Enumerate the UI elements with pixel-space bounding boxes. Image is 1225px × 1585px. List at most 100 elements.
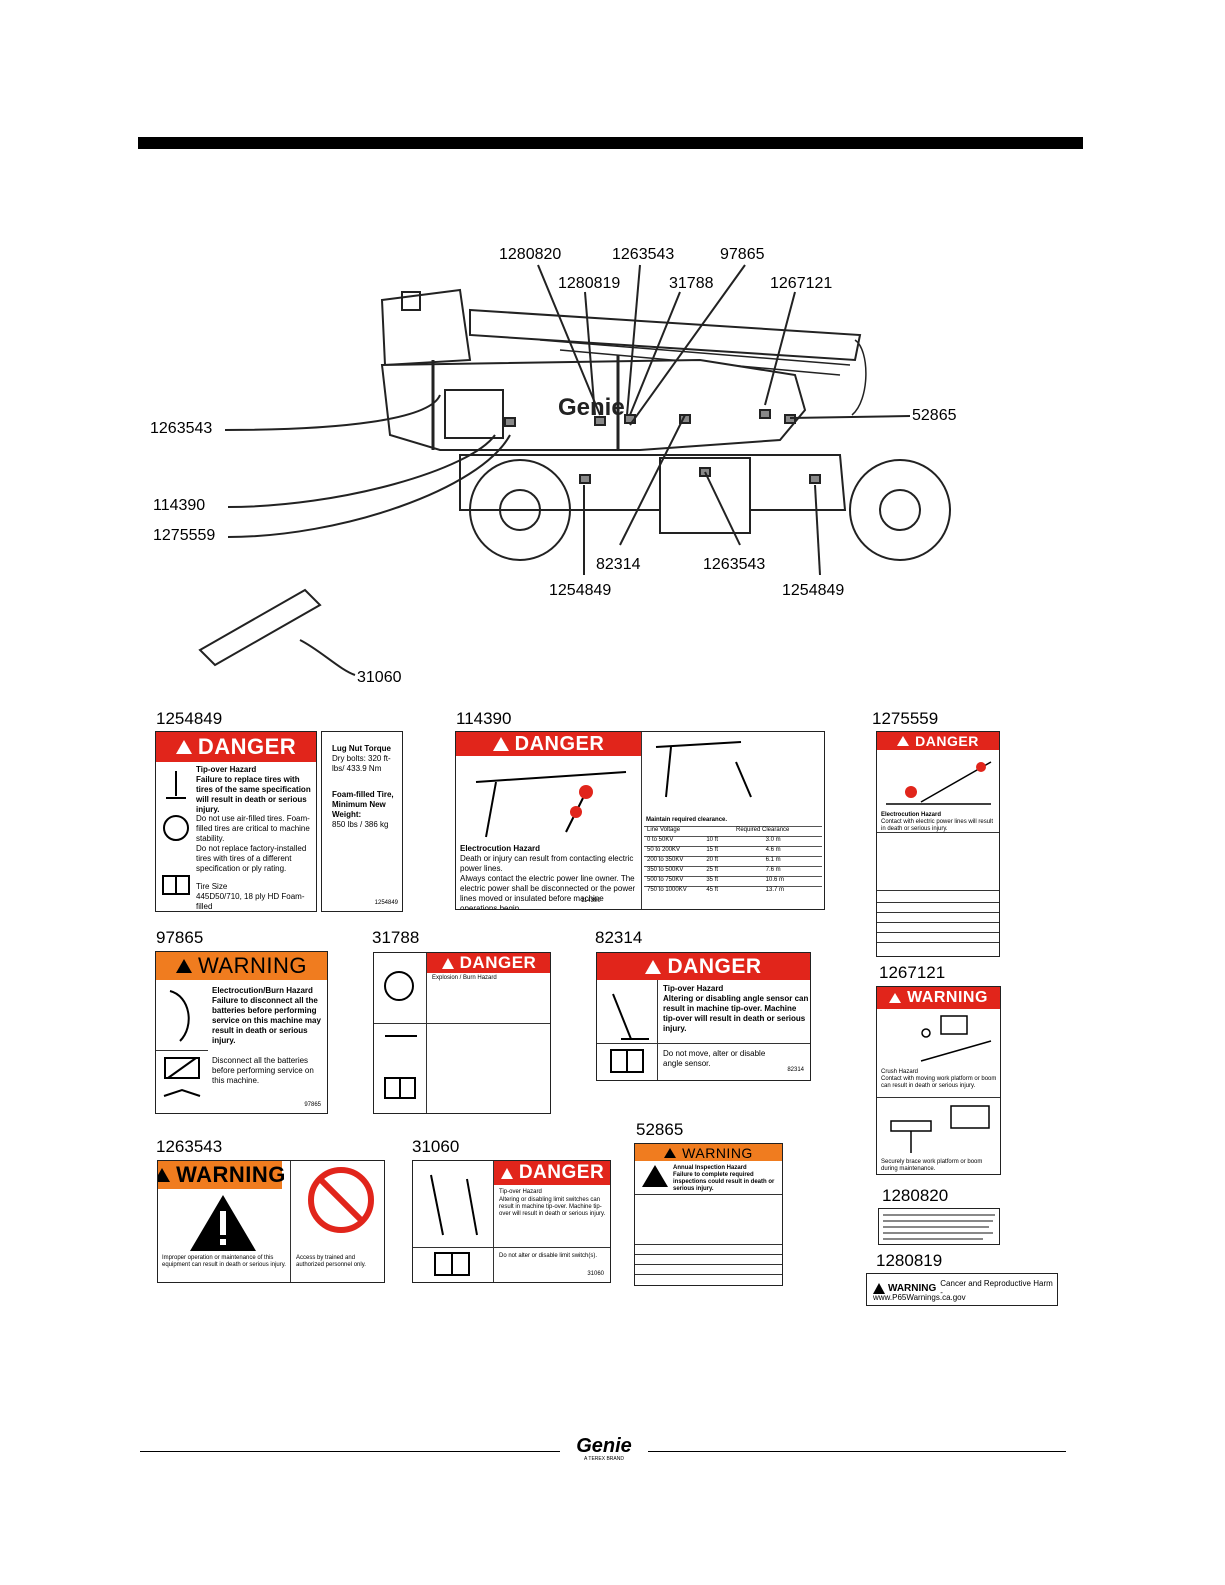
decal-31060: DANGER Tip-over Hazard Altering or disab… (412, 1160, 611, 1283)
torque-title: Lug Nut Torque (332, 744, 391, 753)
callout-82314: 82314 (596, 556, 641, 573)
footer-rule-right (648, 1451, 1066, 1452)
callout-52865: 52865 (912, 407, 957, 424)
powerline-icon (886, 761, 992, 805)
warning-header: WARNING (635, 1144, 782, 1161)
instruction-text: Do not move, alter or disable angle sens… (663, 1049, 766, 1068)
warning-triangle-icon (158, 1168, 171, 1182)
instruction-2: Do not replace factory-installed tires w… (196, 844, 307, 873)
decal-1280819: WARNING Cancer and Reproductive Harm - w… (866, 1273, 1058, 1306)
callout-1263543-bottom: 1263543 (703, 556, 766, 573)
warning-label: WARNING Cancer and Reproductive Harm - (873, 1279, 1057, 1297)
warning-header: WARNING (877, 987, 1000, 1009)
decal-82314: DANGER Tip-over Hazard Altering or disab… (596, 952, 811, 1081)
decal-1280820 (878, 1208, 1000, 1245)
clearance-icon (655, 741, 752, 798)
hazard-title: Explosion / Burn Hazard (432, 975, 497, 981)
callout-1267121: 1267121 (770, 275, 833, 292)
decal-caption-1275559: 1275559 (872, 709, 939, 728)
decal-1254849: DANGER Tip-over Hazard Failure to replac… (155, 731, 317, 912)
danger-header: DANGER (877, 732, 999, 750)
warning-triangle-icon (645, 959, 662, 974)
decal-caption-82314: 82314 (595, 928, 643, 947)
decal-caption-1267121: 1267121 (879, 963, 946, 982)
callout-1263543-left: 1263543 (150, 420, 213, 437)
decal-code: 1254849 (374, 900, 398, 906)
hazard-title: Tip-over Hazard (499, 1189, 542, 1195)
decal-caption-97865: 97865 (156, 928, 204, 947)
svg-text:Genie: Genie (558, 394, 625, 421)
hazard-text: Death or injury can result from contacti… (460, 854, 634, 873)
explosion-icon (384, 971, 417, 1099)
decal-caption-1280820: 1280820 (882, 1186, 949, 1205)
powerline-icon (475, 771, 627, 838)
instruction-text: Always contact the electric power line o… (460, 874, 636, 910)
genie-logo: Genie (576, 1435, 632, 1457)
table-title: Maintain required clearance. (646, 817, 728, 823)
decal-code: 82314 (787, 1067, 804, 1073)
footer-rule-left (140, 1451, 560, 1452)
callout-1263543-top: 1263543 (612, 246, 675, 263)
callout-31788: 31788 (669, 275, 714, 292)
brand-logo: Genie A TEREX BRAND (566, 1436, 642, 1462)
decal-code: 114390 (581, 898, 601, 904)
exclamation-triangle-icon (642, 1165, 668, 1187)
decal-1263543: WARNING Improper operation or maintenanc… (157, 1160, 385, 1283)
warning-triangle-icon (873, 1282, 885, 1294)
brand-tagline: A TEREX BRAND (584, 1456, 624, 1462)
weight-title: Foam-filled Tire, Minimum New Weight: (332, 790, 394, 819)
access-text: Access by trained and authorized personn… (296, 1255, 366, 1268)
decal-97865: WARNING Electrocution/Burn Hazard Failur… (155, 951, 328, 1114)
tire-size-label: Tire Size (196, 882, 228, 891)
warning-triangle-icon (500, 1167, 513, 1179)
warning-triangle-icon (175, 959, 192, 973)
decal-caption-52865: 52865 (636, 1120, 684, 1139)
machine-diagram: Genie (198, 264, 951, 676)
callout-1280820: 1280820 (499, 246, 562, 263)
callout-1254849-right: 1254849 (782, 582, 845, 599)
torque-value: Dry bolts: 320 ft-lbs/ 433.9 Nm (332, 754, 391, 773)
hazard-title: Tip-over Hazard (196, 765, 257, 774)
hazard-title: Annual Inspection Hazard (673, 1165, 747, 1171)
battery-icon (163, 990, 201, 1097)
hazard-title: Tip-over Hazard (663, 984, 724, 993)
no-access-icon (308, 1167, 374, 1233)
hazard-title: Electrocution Hazard (460, 844, 541, 853)
crush-icon (920, 1015, 992, 1062)
warning-url: www.P65Warnings.ca.gov (873, 1293, 966, 1302)
header-rule (138, 137, 1083, 149)
hazard-text: Contact with moving work platform or boo… (881, 1076, 997, 1089)
decal-caption-114390: 114390 (456, 709, 512, 728)
decal-52865: WARNING Annual Inspection Hazard Failure… (634, 1143, 783, 1286)
callout-114390: 114390 (153, 497, 206, 514)
hazard-title: Crush Hazard (881, 1069, 919, 1075)
decal-caption-1254849: 1254849 (156, 709, 223, 728)
danger-header: DANGER (456, 732, 641, 756)
warning-triangle-icon (175, 740, 192, 754)
hazard-text: Failure to disconnect all the batteries … (212, 996, 321, 1045)
warning-triangle-icon (492, 737, 509, 751)
hazard-text: Altering or disabling angle sensor can r… (663, 994, 809, 1033)
decal-114390: DANGER Electrocution Hazard Death or inj… (455, 731, 825, 910)
decal-code: 31060 (587, 1271, 604, 1277)
hazard-text: Altering or disabling limit switches can… (499, 1197, 606, 1217)
instruction-1: Do not use air-filled tires. Foam-filled… (196, 814, 310, 843)
tip-over-icon (430, 1174, 478, 1276)
danger-header: DANGER (493, 1161, 610, 1185)
decal-caption-1280819: 1280819 (876, 1251, 943, 1270)
decal-caption-1263543: 1263543 (156, 1137, 223, 1156)
tire-size-value: 445D50/710, 18 ply HD Foam-filled (196, 892, 305, 911)
hazard-title: Electrocution Hazard (881, 812, 942, 818)
instruction-text: Securely brace work platform or boom dur… (881, 1159, 983, 1172)
instruction-text: Disconnect all the batteries before perf… (212, 1056, 314, 1085)
weight-value: 850 lbs / 386 kg (332, 820, 389, 829)
decal-caption-31788: 31788 (372, 928, 420, 947)
warning-triangle-icon (897, 736, 910, 746)
